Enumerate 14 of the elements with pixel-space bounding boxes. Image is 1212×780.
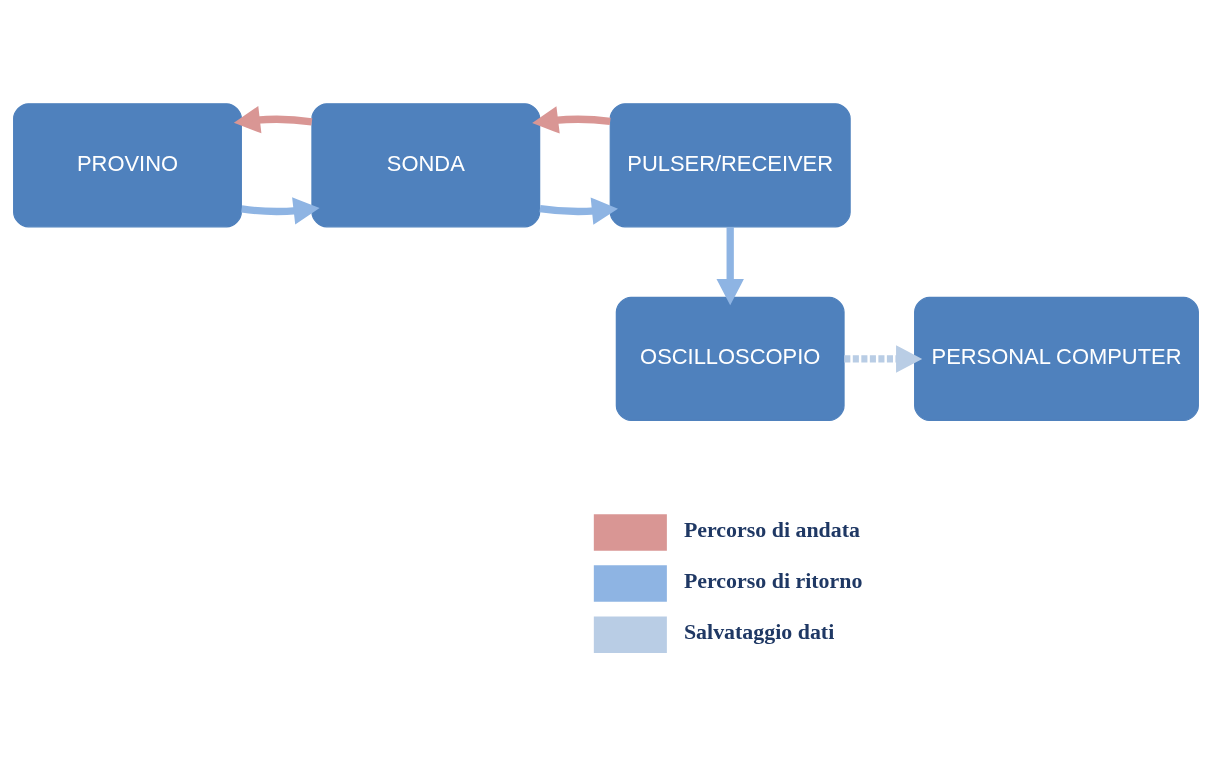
node-box: PULSER/RECEIVER (609, 103, 851, 228)
arrow (233, 106, 313, 134)
arrow (716, 227, 744, 306)
legend-label: Percorso di andata (683, 516, 860, 542)
node-box: OSCILLOSCOPIO (615, 296, 845, 422)
legend-label: Percorso di ritorno (683, 567, 863, 593)
legend-label: Salvataggio dati (683, 618, 835, 644)
node-box: PROVINO (13, 103, 242, 228)
arrow (241, 197, 320, 225)
arrow (844, 345, 923, 373)
arrow (539, 197, 618, 225)
node-box: PERSONAL COMPUTER (914, 296, 1199, 422)
arrow (532, 106, 611, 134)
node-box: SONDA (311, 103, 541, 228)
